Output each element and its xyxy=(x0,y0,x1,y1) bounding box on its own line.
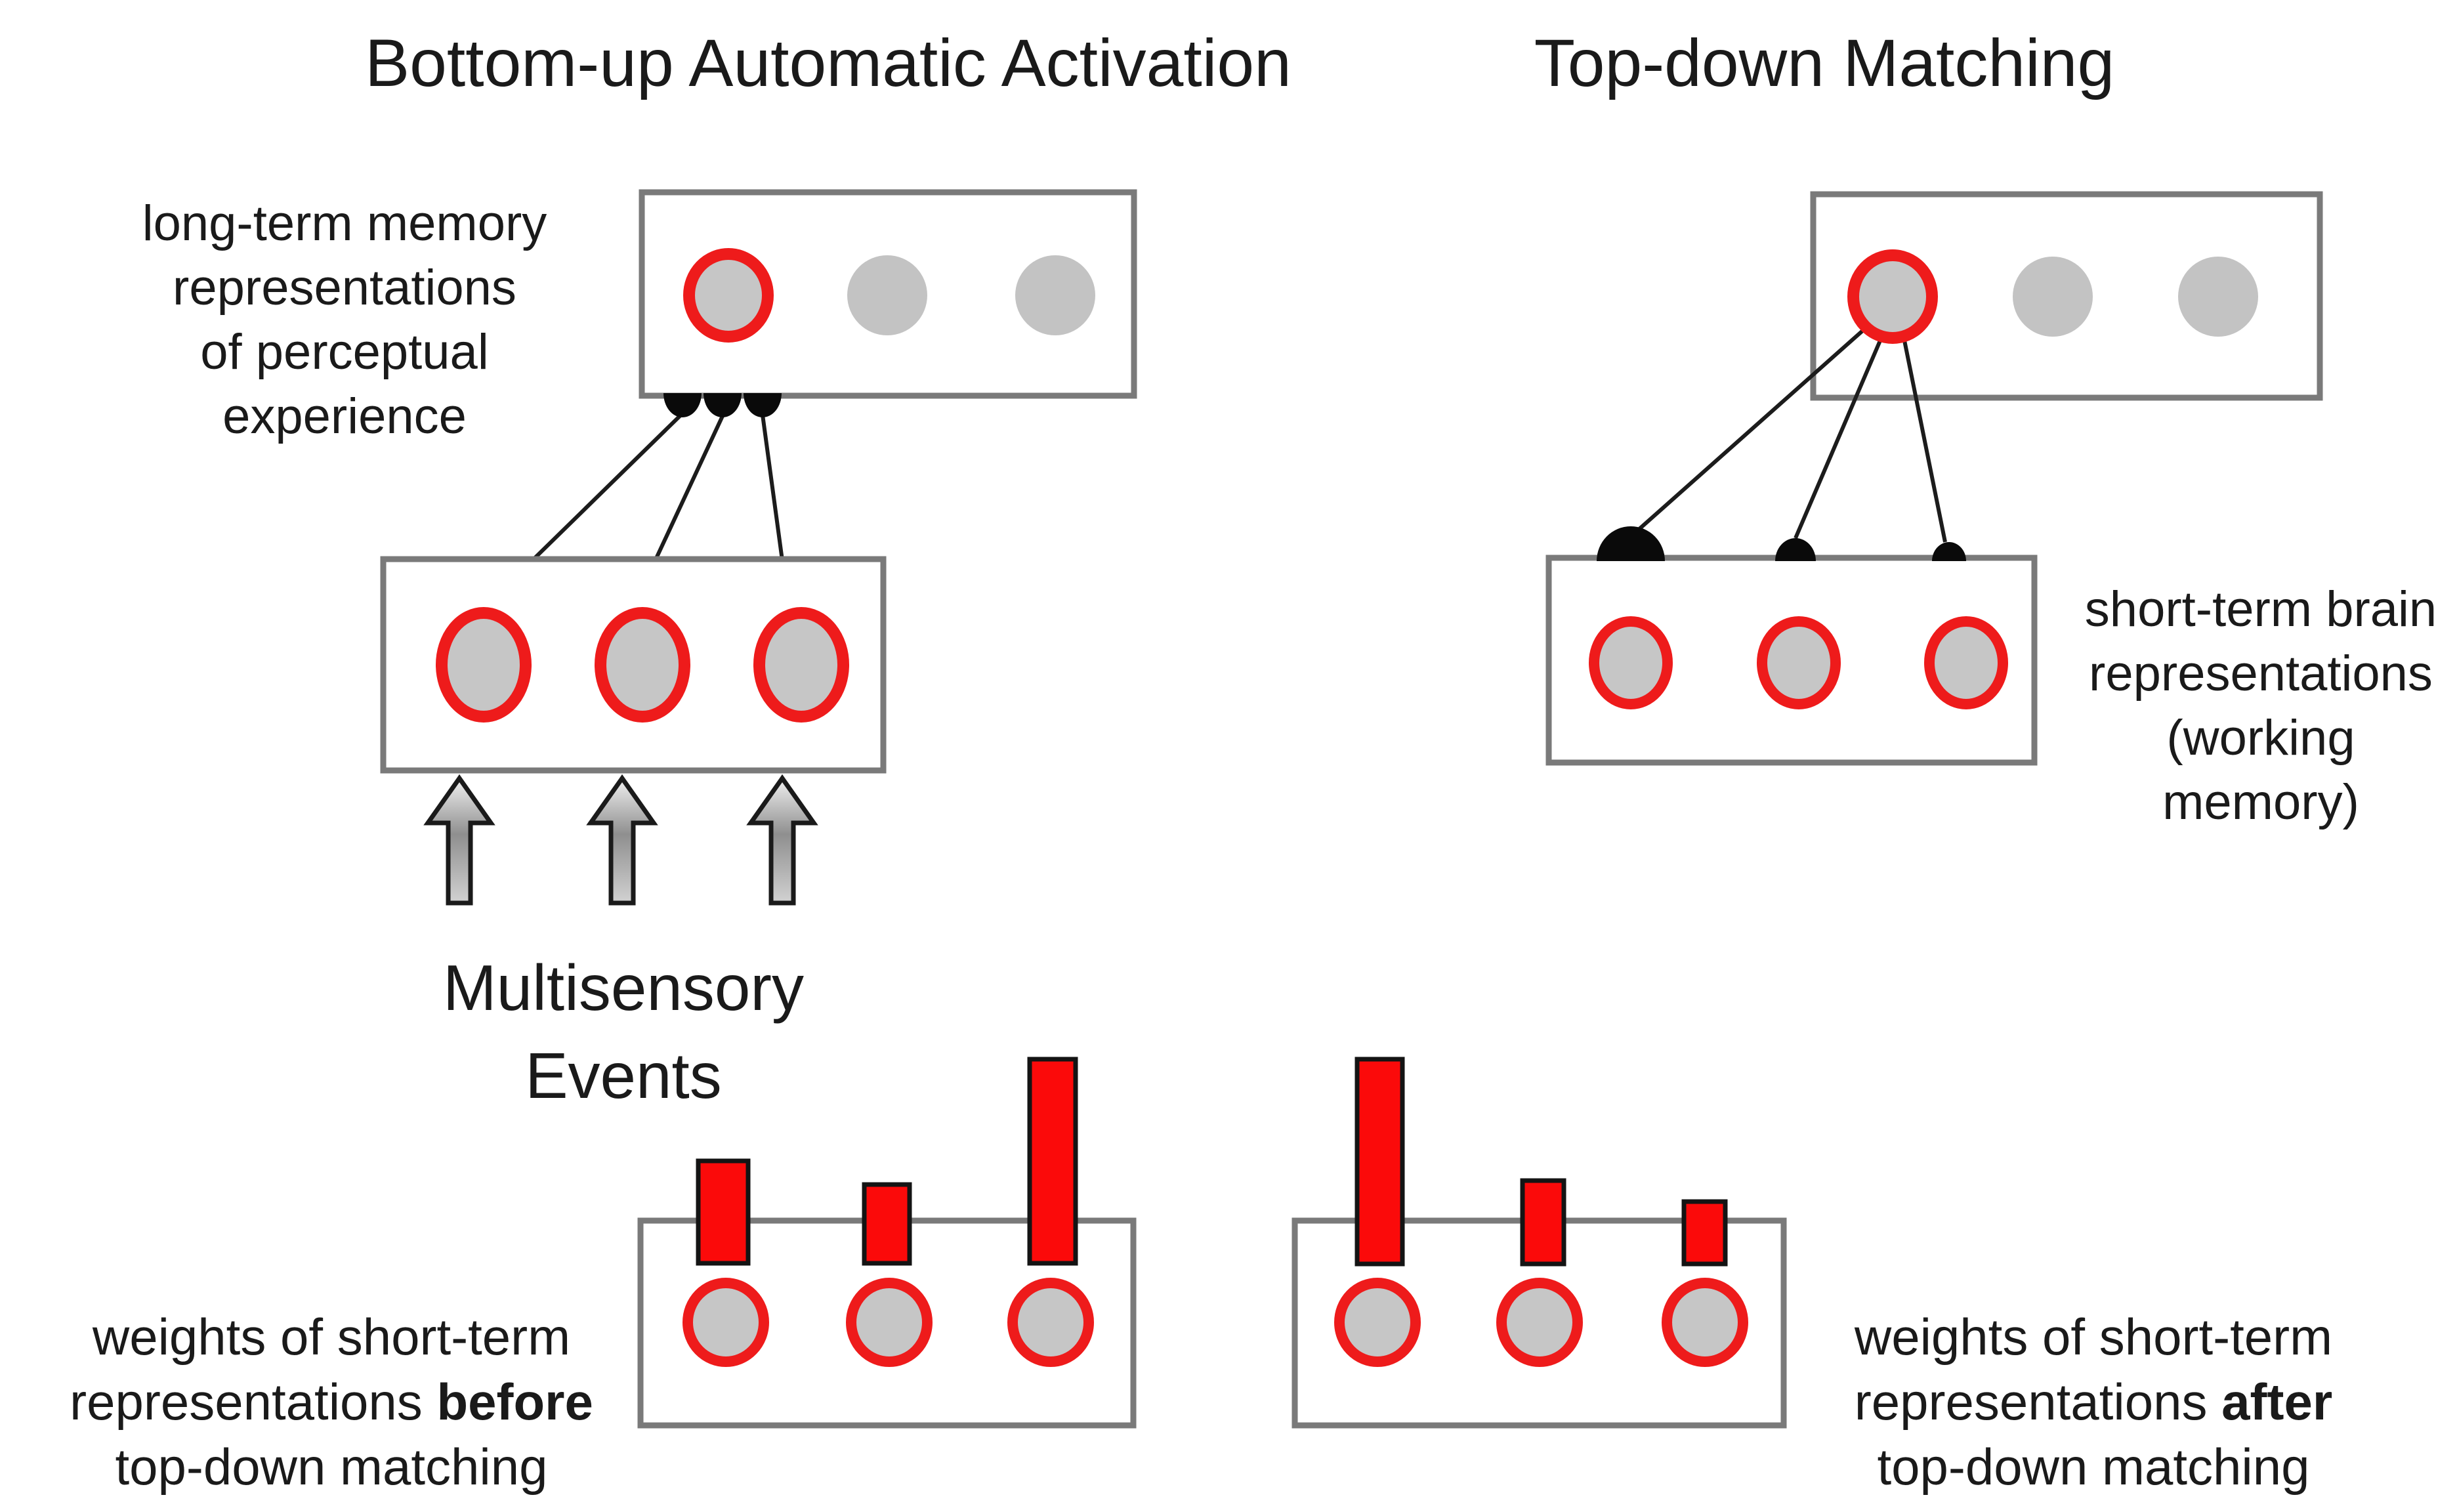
weighted-node xyxy=(1334,1278,1421,1367)
weights-before-label: weights of short-term representations be… xyxy=(70,1308,593,1496)
up-arrow-icon xyxy=(586,774,658,906)
match-dome-medium xyxy=(1775,538,1816,561)
ltm-inactive-node xyxy=(2013,257,2093,337)
weighted-node xyxy=(1662,1278,1748,1367)
left-panel-title: Bottom-up Automatic Activation xyxy=(365,26,1292,100)
stm-node xyxy=(595,607,690,723)
wm-node xyxy=(1589,616,1673,709)
synapse-dot xyxy=(704,393,742,417)
weight-bar xyxy=(862,1182,912,1266)
after-emphasis: after xyxy=(2221,1373,2333,1431)
ltm-inactive-node xyxy=(847,255,927,335)
weight-bars-before xyxy=(696,1057,1078,1266)
wm-node xyxy=(1757,616,1841,709)
synapse-dot xyxy=(663,393,702,417)
multisensory-events-label: Multisensory Events xyxy=(442,952,805,1112)
ltm-active-node xyxy=(1847,249,1938,344)
weighted-node xyxy=(846,1278,933,1367)
before-emphasis: before xyxy=(436,1373,593,1431)
weighted-node xyxy=(1007,1278,1094,1367)
wm-label: short-term brain representations (workin… xyxy=(2084,581,2437,830)
synapse-dot xyxy=(744,393,782,417)
ltm-inactive-node xyxy=(2178,257,2258,337)
weights-after-label: weights of short-term representations af… xyxy=(1854,1308,2333,1496)
weight-bar xyxy=(1520,1178,1566,1267)
input-arrows xyxy=(423,774,818,906)
synapse-dots-left xyxy=(663,393,782,417)
stm-node xyxy=(436,607,532,723)
up-arrow-icon xyxy=(423,774,495,906)
weight-bar xyxy=(696,1158,751,1266)
ltm-label: long-term memory representations of perc… xyxy=(142,196,547,444)
ltm-inactive-node xyxy=(1015,255,1095,335)
stm-node xyxy=(753,607,849,723)
weighted-node xyxy=(682,1278,769,1367)
connection-line xyxy=(1794,335,1884,539)
match-domes-right xyxy=(1597,526,1966,561)
match-dome-small xyxy=(1932,542,1966,561)
right-panel-title: Top-down Matching xyxy=(1534,26,2115,100)
weight-bar xyxy=(1027,1057,1078,1266)
top-down-connection-lines xyxy=(1638,325,1947,543)
wm-node xyxy=(1924,616,2008,709)
connection-line xyxy=(1638,325,1868,531)
match-dome-large xyxy=(1597,526,1665,561)
ltm-active-node xyxy=(683,248,774,343)
weight-bar xyxy=(1354,1057,1405,1267)
weighted-node xyxy=(1496,1278,1583,1367)
up-arrow-icon xyxy=(746,774,818,906)
weight-bar xyxy=(1681,1199,1728,1267)
weight-bars-after xyxy=(1354,1057,1728,1267)
connection-line xyxy=(1902,337,1947,543)
